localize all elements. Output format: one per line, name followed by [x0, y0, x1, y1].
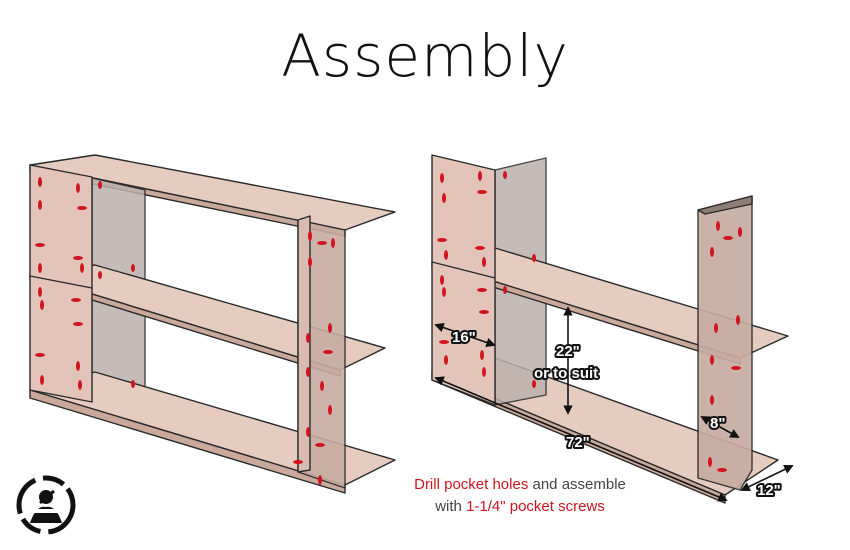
assembled-shelf — [29, 154, 396, 494]
dim-line-8 — [700, 416, 740, 438]
dim-label-16: 16" — [452, 329, 476, 346]
caption-lead-2: with — [435, 498, 467, 515]
dim-label-22: 22" — [556, 343, 580, 360]
dim-line-12 — [740, 464, 794, 492]
dim-label-12: 12" — [757, 482, 781, 499]
caption-rest-1: and assemble — [528, 476, 626, 493]
caption-line-1: Drill pocket holes and assemble — [380, 474, 660, 496]
pocket-holes-left — [35, 177, 335, 485]
page-title: Assembly — [281, 22, 569, 90]
dimension-lines — [434, 306, 794, 502]
caption-red-1: Drill pocket holes — [414, 476, 529, 493]
dim-label-72: 72" — [566, 434, 590, 451]
dim-line-16 — [434, 322, 496, 348]
dimension-labels: 16" 22" or to suit 72" 8" 12" — [450, 327, 783, 501]
exploded-right-upright — [697, 195, 753, 491]
carpenter-logo-icon — [16, 475, 76, 535]
caption-line-2: with 1-1/4" pocket screws — [380, 496, 660, 518]
assembly-caption: Drill pocket holes and assemble with 1-1… — [380, 474, 660, 518]
caption-red-2: 1-1/4" pocket screws — [466, 498, 605, 515]
dim-line-72 — [434, 376, 728, 502]
left-end-panel — [29, 164, 93, 403]
dim-label-or-to-suit: or to suit — [534, 365, 598, 382]
dim-label-8: 8" — [710, 415, 725, 432]
